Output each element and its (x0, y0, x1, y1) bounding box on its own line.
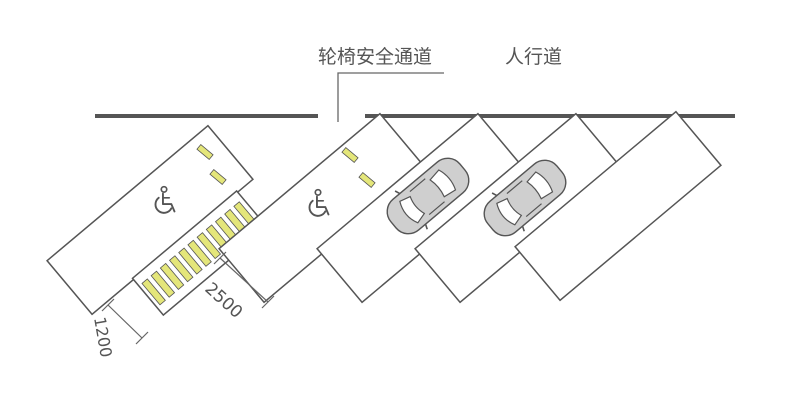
dash-marking-stall-1 (196, 143, 227, 186)
dash-marking-stall-2 (341, 146, 376, 189)
dimension-line-1200 (101, 298, 149, 345)
wheelchair-passage-label: 轮椅安全通道 (318, 46, 432, 68)
dimension-label-2500: 2500 (201, 279, 247, 323)
dimension-line-2500 (213, 251, 275, 309)
parking-stall-5 (514, 110, 722, 302)
wheelchair-passage-hatched (131, 189, 269, 317)
passage-leader-line (337, 72, 444, 122)
dimension-label-1200: 1200 (90, 315, 116, 358)
sidewalk-label: 人行道 (505, 46, 562, 68)
